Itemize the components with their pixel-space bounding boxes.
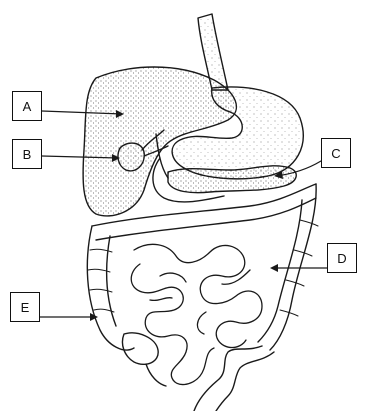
- label-c: C: [321, 138, 351, 168]
- label-e-text: E: [21, 300, 30, 315]
- label-d: D: [327, 243, 357, 273]
- sigmoid-colon: [194, 346, 274, 411]
- ascending-colon: [87, 226, 134, 350]
- label-d-text: D: [337, 251, 346, 266]
- label-a-text: A: [23, 99, 32, 114]
- pancreas: [168, 166, 296, 193]
- descending-colon: [258, 184, 316, 350]
- gallbladder: [118, 143, 144, 171]
- arrowhead-d: [270, 264, 278, 272]
- cecum: [122, 333, 158, 364]
- appendix: [146, 364, 166, 386]
- label-b-text: B: [23, 147, 32, 162]
- label-a: A: [12, 91, 42, 121]
- label-b: B: [12, 139, 42, 169]
- label-e: E: [10, 292, 40, 322]
- colon-haustra-left: [88, 249, 114, 312]
- label-c-text: C: [331, 146, 340, 161]
